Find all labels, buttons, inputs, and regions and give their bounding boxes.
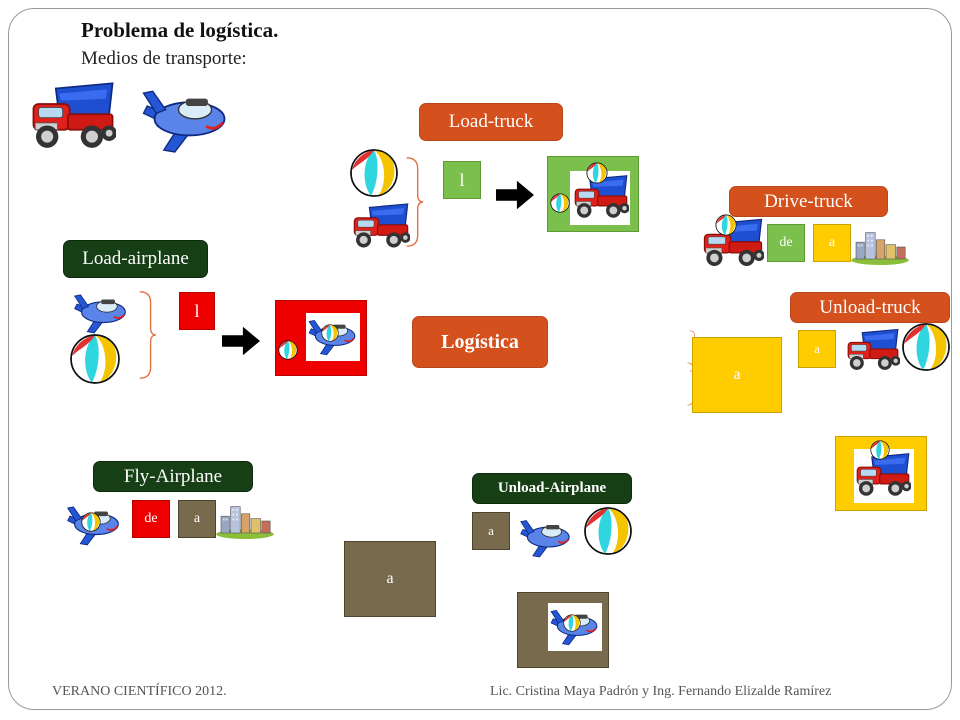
fly-param-a: a <box>178 500 216 538</box>
truck-icon <box>30 76 116 156</box>
arrow-right-icon <box>496 180 534 210</box>
ball-icon <box>66 333 124 385</box>
fly-param-de: de <box>132 500 170 538</box>
unload-airplane-button[interactable]: Unload-Airplane <box>472 473 632 504</box>
load-truck-param-l: l <box>443 161 481 199</box>
ball-icon <box>898 322 954 372</box>
bracket-icon <box>404 156 424 248</box>
truck-icon <box>352 200 410 252</box>
fly-airplane-button[interactable]: Fly-Airplane <box>93 461 253 492</box>
page-title: Problema de logística. <box>81 18 279 42</box>
ball-icon <box>580 506 636 556</box>
load-airplane-button[interactable]: Load-airplane <box>63 240 208 278</box>
unload-truck-location-a: a <box>692 337 782 413</box>
ball-icon <box>714 214 738 236</box>
ball-icon <box>320 324 340 342</box>
airplane-icon <box>138 80 230 154</box>
airplane-icon <box>70 288 130 334</box>
unload-truck-button[interactable]: Unload-truck <box>790 292 950 323</box>
unload-airplane-param-a: a <box>472 512 510 550</box>
city-icon <box>850 228 910 266</box>
city-icon <box>215 502 275 540</box>
ball-icon <box>562 614 582 632</box>
arrow-right-icon <box>222 326 260 356</box>
load-truck-button[interactable]: Load-truck <box>419 103 563 141</box>
unload-truck-param-a: a <box>798 330 836 368</box>
page-subtitle: Medios de transporte: <box>81 48 247 69</box>
footer-left: VERANO CIENTÍFICO 2012. <box>52 684 227 699</box>
ball-icon <box>869 440 891 460</box>
drive-param-de: de <box>767 224 805 262</box>
ball-icon <box>585 162 609 184</box>
airplane-icon <box>516 514 574 558</box>
bracket-icon <box>136 290 158 380</box>
ball-icon <box>277 340 299 360</box>
drive-truck-button[interactable]: Drive-truck <box>729 186 888 217</box>
drive-param-a: a <box>813 224 851 262</box>
footer-right: Lic. Cristina Maya Padrón y Ing. Fernand… <box>490 684 832 699</box>
ball-icon <box>346 148 402 198</box>
fly-location-a: a <box>344 541 436 617</box>
load-airplane-param-l: l <box>179 292 215 330</box>
truck-icon <box>846 324 900 376</box>
logistica-button[interactable]: Logística <box>412 316 548 368</box>
ball-icon <box>80 512 102 532</box>
ball-icon <box>549 193 571 213</box>
